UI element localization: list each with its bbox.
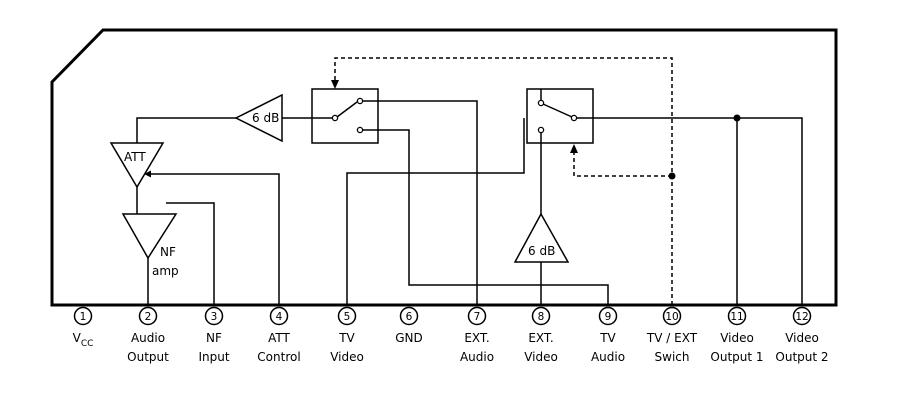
pin-circle <box>727 306 747 326</box>
pin-label-line2: Control <box>257 350 300 364</box>
pin-number: 2 <box>145 311 152 323</box>
pin-label-line2: Video <box>330 350 364 364</box>
pin-label-line2: Video <box>524 350 558 364</box>
amp-6db-bottom-label: 6 dB <box>528 244 555 258</box>
pin-circle <box>531 306 551 326</box>
pin-number: 6 <box>406 311 413 323</box>
pin-9: 9TV Audio <box>591 306 625 364</box>
pin-label-line2: Input <box>198 350 229 364</box>
pin-number: 11 <box>730 311 743 323</box>
switch-1-blade <box>336 101 358 118</box>
control-arrow-sw2 <box>570 144 578 153</box>
switch-2-box <box>526 88 594 144</box>
pin-label-line2: Output 1 <box>710 350 763 364</box>
pin-number: 12 <box>795 311 808 323</box>
pin-number: 10 <box>665 311 678 323</box>
pin-label-line2: Audio <box>591 350 625 364</box>
switch-2-pole <box>570 114 578 122</box>
pin-circle <box>138 306 158 326</box>
pin-circle <box>73 306 93 326</box>
pin-number: 5 <box>344 311 351 323</box>
wire-pin4-att-control <box>149 173 280 305</box>
pin-circle <box>204 306 224 326</box>
wire-video-out <box>576 117 803 305</box>
pin-circle <box>337 306 357 326</box>
pin-number: 8 <box>538 311 545 323</box>
pin-label-line1: ATT <box>268 331 290 345</box>
nf-amp-label-2: amp <box>152 264 179 278</box>
pin-circle <box>792 306 812 326</box>
pin-label-line1: TV <box>338 331 355 345</box>
pin-label-line1: TV <box>599 331 616 345</box>
pin-label-subscript: CC <box>81 339 94 349</box>
nf-amp <box>121 213 178 260</box>
att-label: ATT <box>124 150 146 164</box>
pin-label-line1: NF <box>206 331 222 345</box>
pin-label-line1: EXT. <box>528 331 553 345</box>
wire-pin7-ext-audio <box>363 100 478 305</box>
switch-1-pole <box>331 114 339 122</box>
wire-pin9-tv-audio <box>363 129 609 305</box>
pin-label-line1: Audio <box>131 331 165 345</box>
control-junction-dot <box>668 172 676 180</box>
package-outline <box>50 28 838 307</box>
pin-circle <box>598 306 618 326</box>
pin-10: 10 TV / EXT Swich <box>646 306 698 364</box>
pin-number: 4 <box>276 311 283 323</box>
pin-number: 1 <box>80 311 87 323</box>
wire-pin5-tv-video <box>346 118 525 305</box>
pin-label-line2: Swich <box>655 350 690 364</box>
att-block <box>109 142 165 189</box>
amp-6db-bottom <box>513 212 570 263</box>
junction-dot <box>733 114 741 122</box>
pin-label-line2: Output <box>127 350 169 364</box>
pin-3: 3NF Input <box>198 306 230 364</box>
switch-1-box <box>311 88 379 144</box>
switch-2-blade <box>542 103 573 118</box>
control-line-sw1 <box>334 57 673 305</box>
wire-pin3-nf-input <box>166 202 215 305</box>
control-line-sw2 <box>573 150 672 177</box>
pin-number: 3 <box>211 311 218 323</box>
wire-amp-to-att <box>136 117 236 143</box>
pin-circle <box>662 306 682 326</box>
pin-label-line1: EXT. <box>464 331 489 345</box>
pin-label-line1: VCC <box>73 331 94 349</box>
pin-label-line2: Output 2 <box>775 350 828 364</box>
pin-number: 7 <box>474 311 481 323</box>
pin-label-line1: Video <box>720 331 754 345</box>
pin-circle <box>467 306 487 326</box>
att-control-arrow <box>144 170 151 178</box>
control-arrow-sw1 <box>331 80 339 89</box>
pin-5: 5TV Video <box>330 306 364 364</box>
pin-row: 1VCC2AudioOutput3NFInput4ATTControl5TVVi… <box>73 306 829 364</box>
pin-label-line2: Audio <box>460 350 494 364</box>
pin-label-line1: Video <box>785 331 819 345</box>
amp-6db-top <box>234 93 283 143</box>
pin-circle <box>399 306 419 326</box>
pin-number: 9 <box>605 311 612 323</box>
nf-amp-label-1: NF <box>160 245 176 259</box>
pin-label-line1: GND <box>395 331 423 345</box>
pin-label-line1: TV / EXT <box>646 331 698 345</box>
pin-circle <box>269 306 289 326</box>
amp-6db-top-label: 6 dB <box>252 111 279 125</box>
